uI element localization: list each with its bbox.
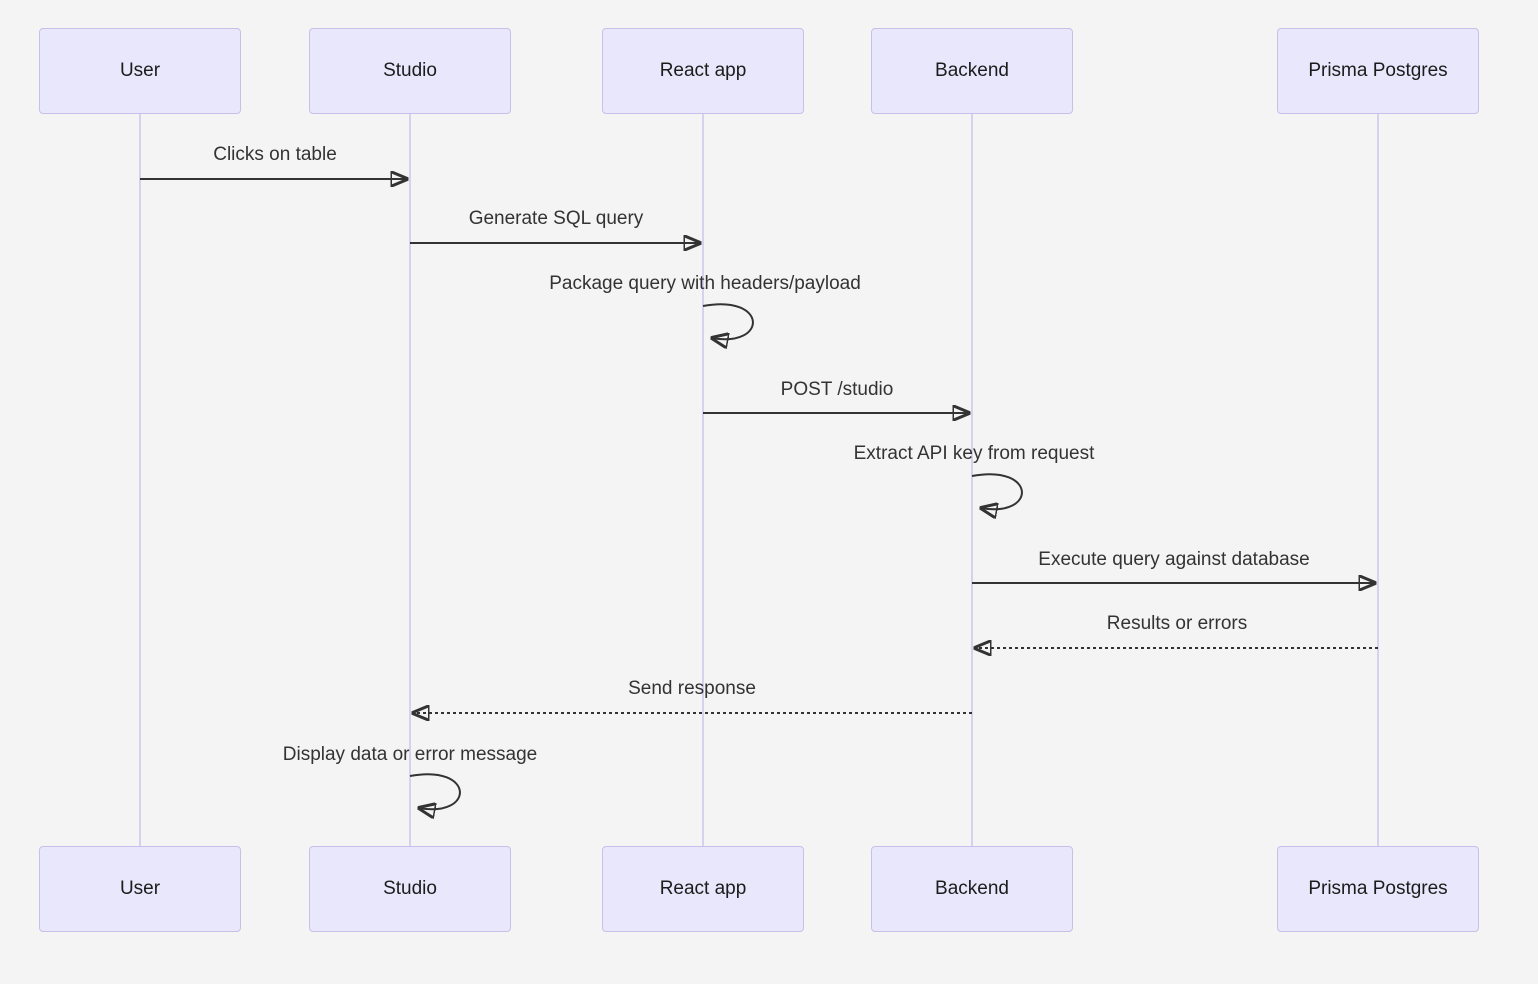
message-label-post-studio: POST /studio [780,379,894,400]
actor-box-user-top: User [39,28,241,114]
lifeline-studio [409,114,411,846]
actor-box-react-app-bottom: React app [602,846,804,932]
actor-box-studio-bottom: Studio [309,846,511,932]
actor-label: Prisma Postgres [1308,60,1448,81]
arrow-self-display-data [409,773,461,809]
message-label-generate-sql-query: Generate SQL query [468,208,644,229]
message-label-execute-query: Execute query against database [1038,549,1310,570]
actor-label: Prisma Postgres [1308,878,1448,899]
arrow-self-package-query [702,303,754,339]
actor-label: React app [659,878,747,899]
message-label-results-or-errors: Results or errors [1106,613,1248,634]
actor-label: Backend [935,878,1009,899]
lifeline-prisma-postgres [1377,114,1379,846]
message-label-extract-api-key: Extract API key from request [853,443,1095,464]
actor-label: User [119,878,161,899]
arrow-self-extract-api-key [971,473,1023,509]
actor-box-prisma-postgres-bottom: Prisma Postgres [1277,846,1479,932]
actor-box-studio-top: Studio [309,28,511,114]
lifeline-backend [971,114,973,846]
actor-label: Studio [383,878,437,899]
message-label-clicks-on-table: Clicks on table [213,144,337,165]
actor-box-user-bottom: User [39,846,241,932]
actor-box-backend-top: Backend [871,28,1073,114]
actor-box-react-app-top: React app [602,28,804,114]
actor-label: User [119,60,161,81]
actor-label: React app [659,60,747,81]
actor-box-backend-bottom: Backend [871,846,1073,932]
actor-label: Studio [383,60,437,81]
message-label-send-response: Send response [628,678,756,699]
message-label-package-query: Package query with headers/payload [549,273,861,294]
message-label-display-data: Display data or error message [282,744,538,765]
lifeline-react-app [702,114,704,846]
actor-label: Backend [935,60,1009,81]
actor-box-prisma-postgres-top: Prisma Postgres [1277,28,1479,114]
lifeline-user [139,114,141,846]
